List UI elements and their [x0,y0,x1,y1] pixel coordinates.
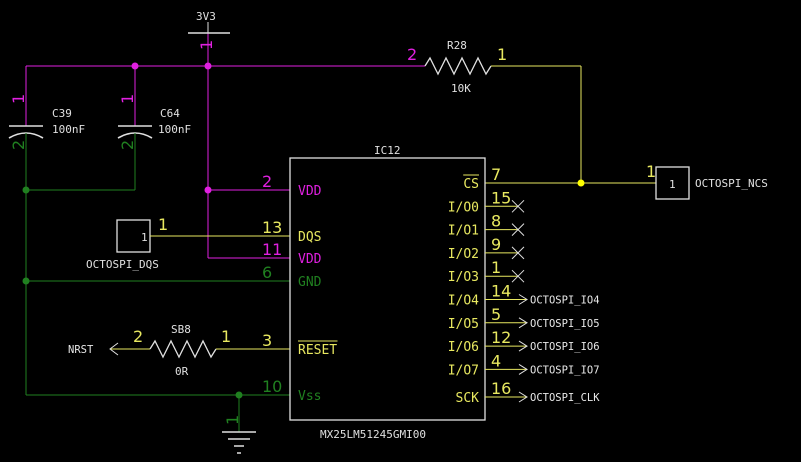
ic12-ref: IC12 [374,144,401,157]
ic12-pin-name: DQS [298,230,321,245]
power-label: 3V3 [196,10,216,23]
capacitor-c64: C64 100nF 1 2 [117,94,191,190]
no-connect-marker [511,223,525,236]
sb8-value: 0R [175,365,189,378]
c39-pin-top: 1 [9,94,28,104]
ic12-pin-name: I/O6 [448,340,479,355]
net-label: OCTOSPI_CLK [530,392,600,404]
ground-symbol: 1 [222,415,256,454]
ic12-pin-name: CS [463,177,479,192]
ic12: IC12 MX25LM51245GMI00 2VDD13DQS11VDD6GND… [262,144,600,441]
ic12-pin-name: I/O1 [448,224,479,239]
ic12-pin-name: I/O7 [448,363,479,378]
power-pin-number: 1 [197,40,216,50]
net-label: OCTOSPI_IO7 [530,364,600,376]
ic12-pin-number: 2 [262,172,272,191]
ic12-pin-name: I/O4 [448,294,479,309]
c39-ref: C39 [52,107,72,120]
port-ncs-label: OCTOSPI_NCS [695,177,768,190]
r28-value: 10K [451,82,471,95]
port-ncs-pin-number: 1 [646,162,656,181]
ic12-pin-number: 15 [491,188,511,207]
ground-pin-number: 1 [223,415,242,425]
port-octospi-ncs: 1 1 OCTOSPI_NCS [646,162,768,200]
ic12-pin-name: I/O2 [448,247,479,262]
no-connect-marker [511,199,525,213]
ic12-pin-name: SCK [456,391,480,406]
c39-pin-bottom: 2 [9,140,28,150]
ic12-pin-number: 1 [491,258,501,277]
ic12-pin-number: 5 [491,305,501,324]
net-arrow [518,317,528,329]
ic12-pin-name: VDD [298,252,322,267]
net-arrow [518,294,528,305]
ncs-net-wires [485,66,656,184]
c64-pin-top: 1 [118,94,137,104]
nrst-label: NRST [68,344,94,356]
net-arrow [518,363,528,375]
ic12-pin-number: 8 [491,212,501,231]
ic12-pin-number: 7 [491,165,501,184]
net-arrow [518,340,528,352]
ground-net-wires [25,189,290,432]
power-junctions [131,62,212,194]
port-dqs-pin-number: 1 [158,215,168,234]
resistor-sb8: SB8 0R 2 1 [110,323,290,378]
ic12-pin-name: Vss [298,389,321,404]
ic12-pin-name: RESET [298,343,337,358]
ic12-pin-number: 10 [262,377,282,396]
ic12-pin-name: I/O0 [448,200,479,215]
ncs-junction [577,179,585,187]
c39-value: 100nF [52,123,85,136]
c64-pin-bottom: 2 [118,140,137,150]
power-symbol-3v3: 3V3 1 [188,10,230,50]
sb8-ref: SB8 [171,323,191,336]
power-net-wires [25,33,425,259]
sb8-pin-left: 2 [133,327,143,346]
port-octospi-dqs: 1 1 OCTOSPI_DQS [86,215,290,271]
ic12-pin-number: 6 [262,263,272,282]
resistor-r28: R28 10K 2 1 [407,39,581,95]
port-dqs-label: OCTOSPI_DQS [86,258,159,271]
ic12-pin-name: I/O3 [448,270,479,285]
ic12-pin-name: GND [298,275,322,290]
c64-ref: C64 [160,107,180,120]
ground-junctions [22,186,243,399]
r28-pin-right: 1 [497,45,507,64]
ic12-pin-number: 13 [262,218,282,237]
r28-ref: R28 [447,39,467,52]
ic12-pin-number: 12 [491,328,511,347]
sb8-pin-right: 1 [221,327,231,346]
ic12-pin-number: 9 [491,235,501,254]
ic12-part: MX25LM51245GMI00 [320,428,426,441]
net-arrow [518,391,528,403]
net-label: OCTOSPI_IO5 [530,318,600,330]
ic12-pin-number: 16 [491,379,511,398]
capacitor-c39: C39 100nF 1 2 [8,94,85,190]
net-label: OCTOSPI_IO6 [530,341,600,353]
r28-pin-left: 2 [407,45,417,64]
c64-value: 100nF [158,123,191,136]
ic12-pin-number: 14 [491,282,511,301]
ic12-pin-name: I/O5 [448,317,479,332]
ic12-pin-name: VDD [298,184,322,199]
no-connect-marker [511,269,525,283]
no-connect-marker [511,246,525,260]
ic12-pin-number: 4 [491,351,501,370]
ic12-pin-number: 11 [262,240,282,259]
port-ncs-inner-pin: 1 [669,178,676,191]
ic12-pin-number: 3 [262,331,272,350]
nrst-net-label: NRST [68,342,119,356]
ic12-body [289,157,486,421]
net-label: OCTOSPI_IO4 [530,295,600,307]
port-dqs-inner-pin: 1 [141,231,148,244]
